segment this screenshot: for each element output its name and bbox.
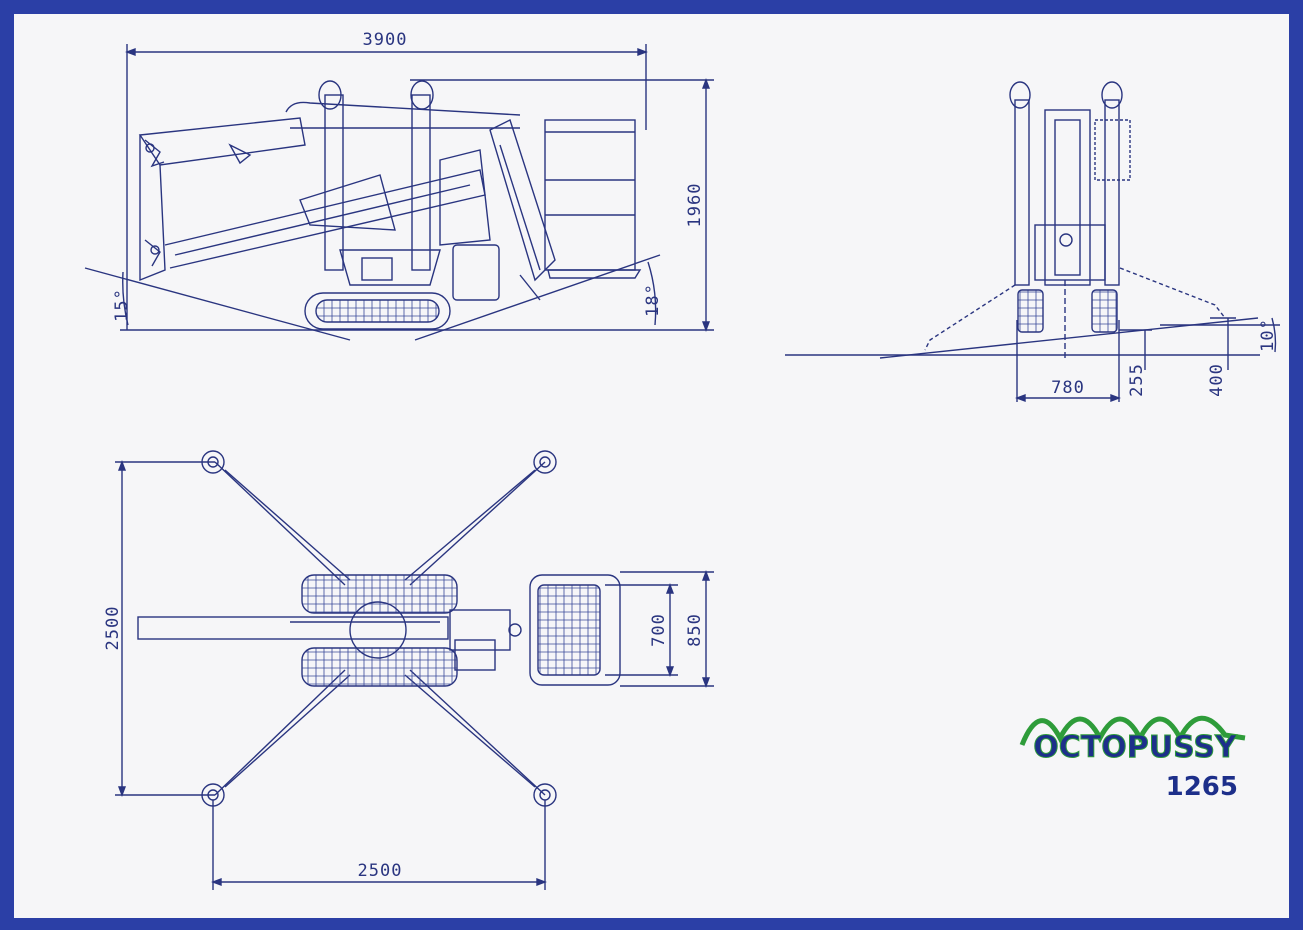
dim-front-outrigger: 400 [1207, 363, 1227, 397]
dim-side-height: 1960 [685, 183, 705, 228]
dim-front-angle: 10° [1258, 318, 1278, 352]
dim-basket-inner: 700 [649, 613, 669, 647]
logo-model: 1265 [1166, 772, 1238, 802]
octopussy-logo: OCTOPUSSY 1265 [1019, 715, 1246, 802]
dim-basket-outer: 850 [685, 613, 705, 647]
dim-front-width: 780 [1051, 378, 1085, 398]
front-view [785, 81, 1280, 403]
dim-side-length: 3900 [363, 30, 408, 50]
drawing-paper [14, 14, 1289, 918]
dim-top-spread-x: 2500 [358, 861, 403, 881]
dim-top-spread-y: 2500 [103, 606, 123, 651]
logo-name: OCTOPUSSY [1033, 730, 1238, 765]
dim-front-clearance: 255 [1127, 363, 1147, 397]
dim-angle-left: 15° [112, 288, 132, 322]
side-view [84, 44, 714, 341]
dim-angle-right: 18° [643, 283, 663, 317]
top-view [115, 450, 714, 890]
